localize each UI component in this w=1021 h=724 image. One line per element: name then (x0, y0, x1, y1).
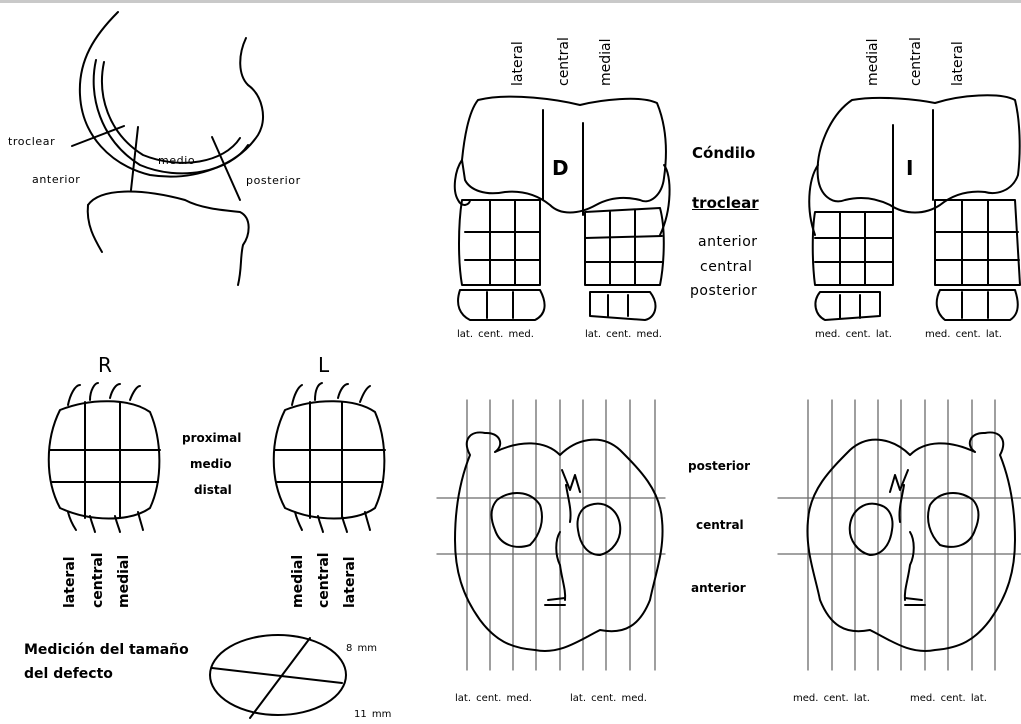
patella-zone-distal: distal (194, 484, 232, 496)
condyle-right-posterior-medial (590, 292, 655, 320)
femur-outline (80, 12, 263, 177)
defect-ellipse-sketch (210, 635, 346, 718)
condyle-left-outline (818, 95, 1020, 212)
condyle-right-outline (462, 97, 666, 213)
label-troclear: troclear (8, 136, 55, 147)
tibia-left-grid (778, 400, 1021, 670)
condyle-right-top-central: central (556, 37, 572, 86)
tibia-right-grid (437, 400, 665, 670)
condyle-left-letter: I (906, 158, 913, 178)
condyle-left-sketch (809, 95, 1020, 320)
patella-left-sketch (274, 383, 385, 532)
condyle-right-medial-box (585, 208, 664, 285)
condyle-left-bottom-left: med. cent. lat. (815, 330, 892, 340)
condyle-right-top-lateral: lateral (510, 41, 526, 86)
patella-left-bottom-lateral: lateral (342, 556, 358, 608)
cartilage-line-inner (102, 62, 240, 163)
patella-right-bottom-central: central (90, 552, 106, 608)
label-condyle-central: central (700, 260, 752, 274)
label-troclear-zone: troclear (692, 196, 759, 211)
tibia-left-outline (807, 432, 1015, 651)
tibia-right-outline (455, 432, 663, 651)
condyle-right-bottom-left: lat. cent. med. (457, 330, 534, 340)
label-condyle-anterior: anterior (698, 235, 758, 249)
condyle-left-top-central: central (908, 37, 924, 86)
patella-right-outline (49, 401, 160, 518)
tibia-left-sketch (778, 400, 1021, 670)
patella-zone-medio: medio (190, 458, 232, 470)
condyle-right-posterior-lateral (458, 290, 545, 320)
condyle-right-lateral-box (459, 200, 540, 285)
tibia-right-bottom-right: lat. cent. med. (570, 694, 647, 704)
condyle-right-sketch (455, 97, 670, 320)
patella-left-bottom-medial: medial (290, 555, 306, 608)
patella-zone-proximal: proximal (182, 432, 241, 444)
tibia-zone-central: central (696, 519, 744, 531)
tibia-left-bottom-right: med. cent. lat. (910, 694, 987, 704)
condyle-left-top-lateral: lateral (950, 41, 966, 86)
label-condilo: Cóndilo (692, 146, 755, 161)
defect-dim-11mm: 11 mm (354, 710, 391, 720)
defect-title-line2: del defecto (24, 667, 113, 681)
tibia-zone-anterior: anterior (691, 582, 746, 594)
condyle-right-letter: D (552, 158, 569, 178)
patella-right-sketch (49, 383, 160, 532)
tibia-zone-posterior: posterior (688, 460, 750, 472)
condyle-left-bottom-right: med. cent. lat. (925, 330, 1002, 340)
patella-right-bottom-medial: medial (116, 555, 132, 608)
tibia-right-sketch (437, 400, 665, 670)
patella-right-bottom-lateral: lateral (62, 556, 78, 608)
label-posterior: posterior (246, 175, 301, 186)
label-condyle-posterior: posterior (690, 284, 757, 298)
defect-title-line1: Medición del tamaño (24, 643, 189, 657)
condyle-right-top-medial: medial (598, 39, 614, 87)
tibia-left-edge (88, 205, 102, 252)
condyle-left-top-medial: medial (865, 39, 881, 87)
label-medio: medio (158, 155, 195, 166)
patella-left-outline (274, 401, 385, 518)
patella-left-letter: L (318, 355, 329, 375)
label-anterior: anterior (32, 174, 80, 185)
condyle-right-bottom-right: lat. cent. med. (585, 330, 662, 340)
tibia-left-bottom-left: med. cent. lat. (793, 694, 870, 704)
tibia-right-bottom-left: lat. cent. med. (455, 694, 532, 704)
defect-dim-8mm: 8 mm (346, 644, 377, 654)
knee-sagittal-sketch (8, 12, 263, 285)
patella-left-bottom-central: central (316, 552, 332, 608)
tibia-outline (88, 192, 249, 285)
patella-right-letter: R (98, 355, 112, 375)
